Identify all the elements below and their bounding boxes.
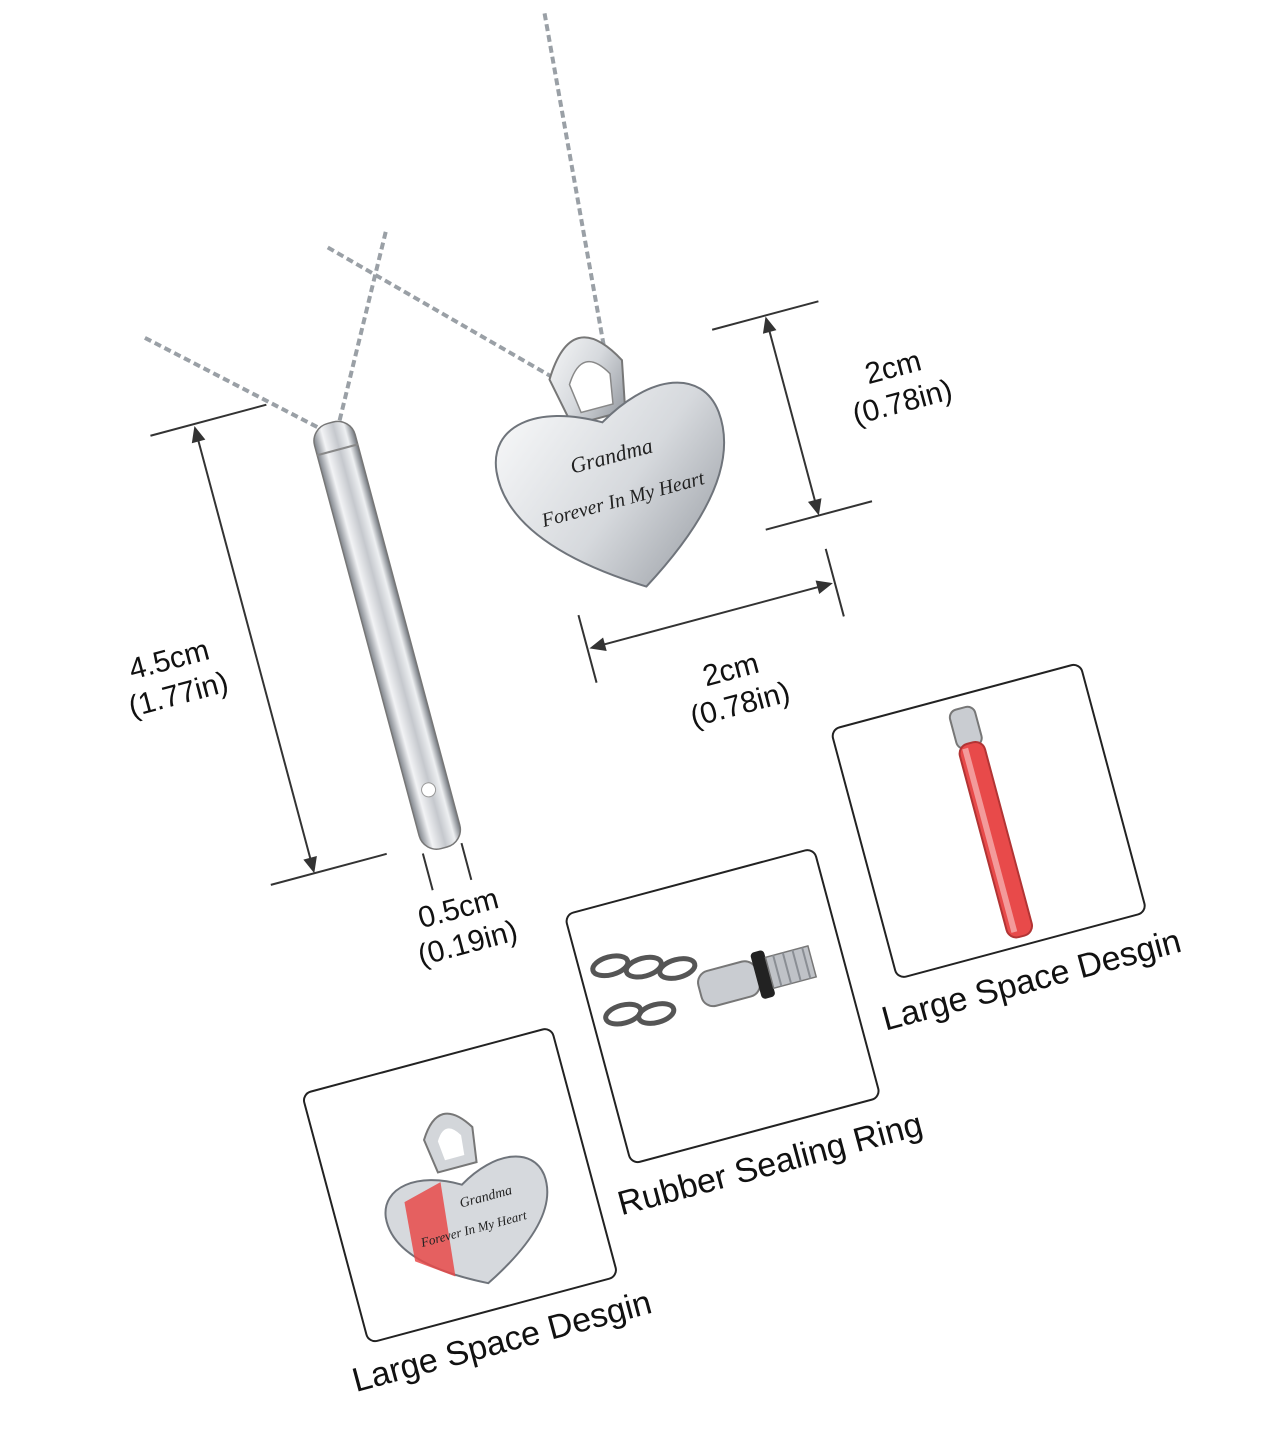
detail-card-bar (829, 661, 1148, 981)
bar-width-marker (421, 842, 473, 891)
bar-pendant-body (313, 420, 462, 850)
detail-card-heart: Grandma Forever In My Heart (300, 1025, 620, 1345)
chain-icon (144, 231, 388, 432)
detail-card-sealing-ring (563, 846, 882, 1166)
bar-height-arrow (191, 426, 317, 874)
chain-icon (326, 12, 609, 384)
heart-height-arrow (762, 316, 822, 516)
sealing-ring-icon (590, 945, 818, 1027)
heart-cutaway-icon: Grandma Forever In My Heart (384, 1112, 549, 1285)
gem-icon (421, 782, 437, 798)
bar-height-label: 4.5cm (1.77in) (125, 633, 232, 724)
heart-pendant-body (494, 381, 726, 588)
heart-height-label: 2cm (0.78in) (849, 344, 956, 432)
bar-pendant-illustration (144, 231, 462, 850)
heart-pendant-illustration: Grandma Forever In My Heart (326, 12, 726, 588)
heart-width-arrow (577, 548, 845, 683)
bar-cutaway-icon (948, 705, 1034, 939)
